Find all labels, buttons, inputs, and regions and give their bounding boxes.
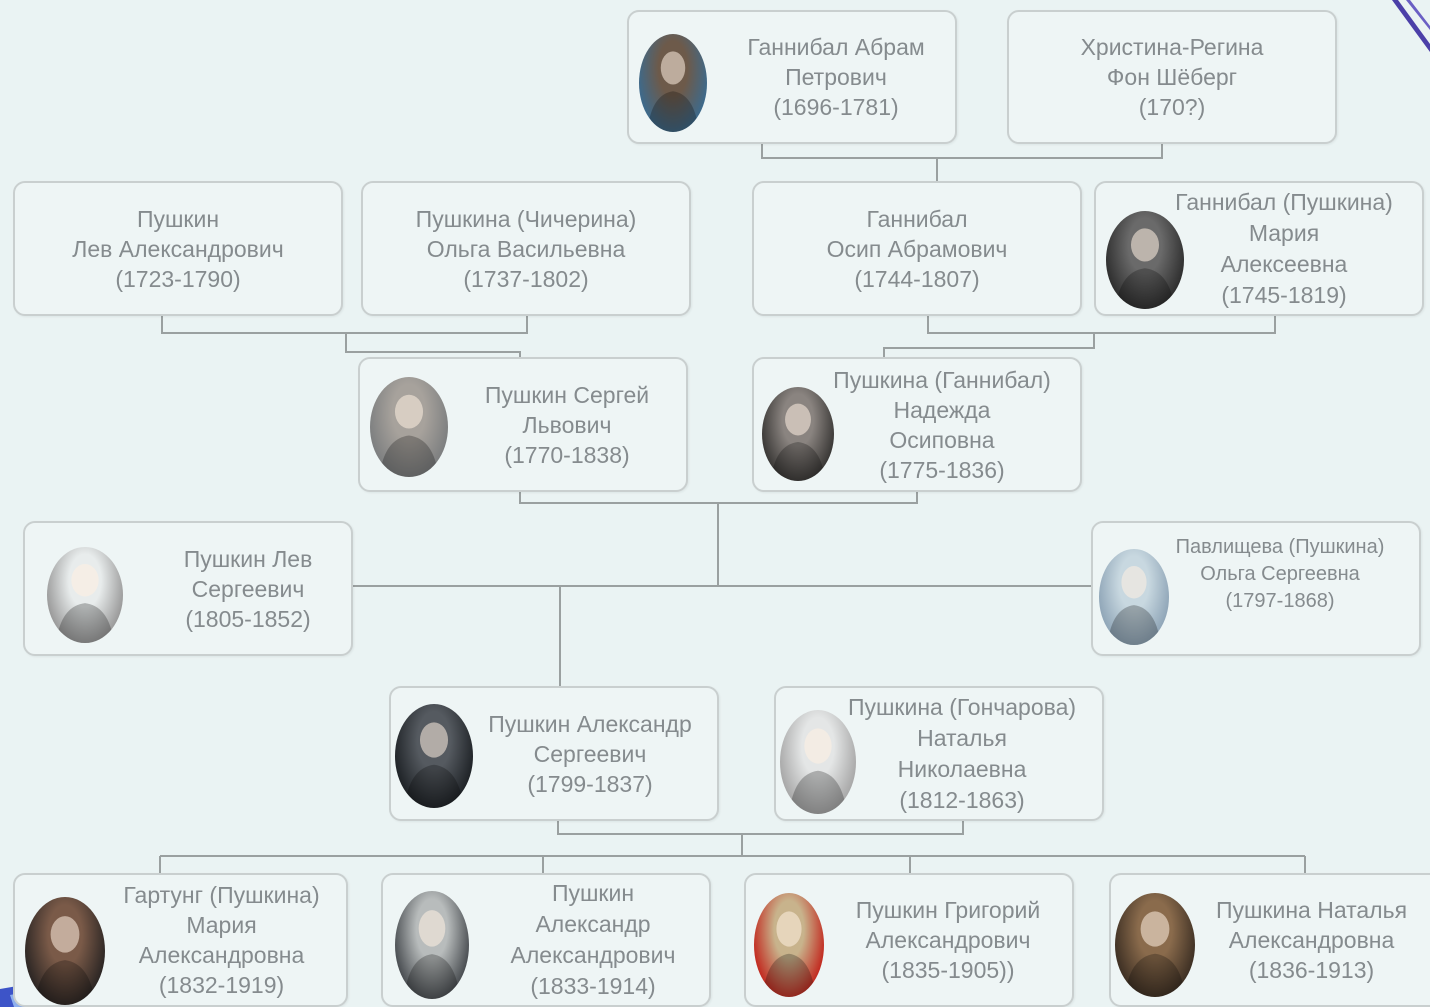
person-name-line: Ольга Сергеевна [1200, 563, 1360, 585]
person-name-line: Александрович [510, 942, 676, 968]
person-name-line: Алексеевна [1220, 250, 1348, 277]
person-years: (1775-1836) [879, 456, 1005, 483]
person-name-line: Пушкина (Чичерина) [415, 205, 637, 232]
person-years: (1723-1790) [115, 265, 241, 292]
person-name-line: Пушкина Наталья [1215, 897, 1408, 923]
person-name-line: Сергеевич [191, 575, 305, 602]
person-name-line: Ганнибал [866, 205, 968, 232]
person-name-line: Пушкина (Ганнибал) [833, 366, 1051, 393]
portrait-icon [754, 893, 824, 997]
person-text: Павлищева (Пушкина) Ольга Сергеевна (1797-… [1141, 509, 1419, 640]
portrait-icon [47, 547, 123, 643]
person-name-line: Александр [535, 911, 651, 937]
person-years: (1805-1852) [185, 605, 311, 632]
person-name-line: Надежда [893, 396, 991, 423]
person-name-line: Лев Александрович [72, 235, 284, 262]
person-name-line: Александровна [1228, 927, 1395, 953]
person-text: Пушкина (Чичерина) Ольга Васильевна (1737-… [363, 183, 689, 314]
person-years: (1737-1802) [463, 265, 589, 292]
person-name-line: Пушкина (Гончарова) [847, 693, 1077, 720]
person-years: (1812-1863) [899, 786, 1025, 813]
person-years: (1744-1807) [854, 265, 980, 292]
person-name-line: Наталья [917, 724, 1007, 751]
person-name-line: Христина-Регина [1080, 34, 1264, 60]
person-card-pavlishcheva-olga: Павлищева (Пушкина) Ольга Сергеевна (1797-… [1091, 521, 1421, 656]
person-name-line: Пушкин Лев [183, 545, 313, 572]
person-name-line: Мария [186, 912, 257, 938]
person-name-line: Петрович [785, 64, 887, 90]
person-name-line: Мария [1248, 219, 1320, 246]
person-years: (1836-1913) [1248, 957, 1375, 983]
portrait-icon [370, 377, 448, 477]
portrait-icon [780, 710, 856, 814]
person-name-line: Пушкин [136, 205, 220, 232]
person-name-line: Пушкин Григорий [855, 897, 1041, 923]
person-years: (1799-1837) [527, 770, 653, 797]
person-years: (170?) [1138, 94, 1206, 120]
person-name-line: Сергеевич [533, 740, 647, 767]
person-years: (1696-1781) [773, 94, 899, 120]
person-name-line: Пушкин Сергей [484, 381, 650, 408]
person-name-line: Пушкин Александр [488, 710, 692, 737]
person-name-line: Александрович [865, 927, 1031, 953]
portrait-icon [25, 897, 105, 1005]
portrait-icon [1115, 893, 1195, 997]
person-name-line: Осип Абрамович [826, 235, 1008, 262]
person-name-line: Пушкин [551, 880, 635, 906]
person-name-line: Ганнибал Абрам [747, 34, 925, 60]
person-years: (1797-1868) [1225, 590, 1335, 612]
person-name-line: Ганнибал (Пушкина) [1175, 188, 1393, 215]
person-name-line: Николаевна [897, 755, 1027, 782]
person-name-line: Павлищева (Пушкина) [1175, 536, 1385, 558]
portrait-icon [762, 387, 834, 481]
person-name-line: Львович [522, 411, 612, 438]
person-years: (1770-1838) [504, 441, 630, 468]
person-name-line: Фон Шёберг [1106, 64, 1238, 90]
corner-decoration-top-right [1392, 0, 1430, 52]
person-years: (1745-1819) [1221, 281, 1347, 308]
portrait-icon [395, 704, 473, 808]
person-years: (1835-1905)) [881, 957, 1015, 983]
person-name-line: Ольга Васильевна [426, 235, 626, 262]
person-card-pushkina-olga-vasilevna: Пушкина (Чичерина) Ольга Васильевна (1737-… [361, 181, 691, 316]
person-name-line: Александровна [138, 942, 305, 968]
portrait-icon [1106, 211, 1184, 309]
person-name-line: Гартунг (Пушкина) [123, 882, 320, 908]
portrait-icon [1099, 549, 1169, 645]
person-years: (1833-1914) [530, 973, 656, 999]
person-years: (1832-1919) [158, 972, 285, 998]
person-name-line: Осиповна [889, 426, 995, 453]
portrait-icon [395, 891, 469, 999]
portrait-icon [639, 34, 707, 132]
